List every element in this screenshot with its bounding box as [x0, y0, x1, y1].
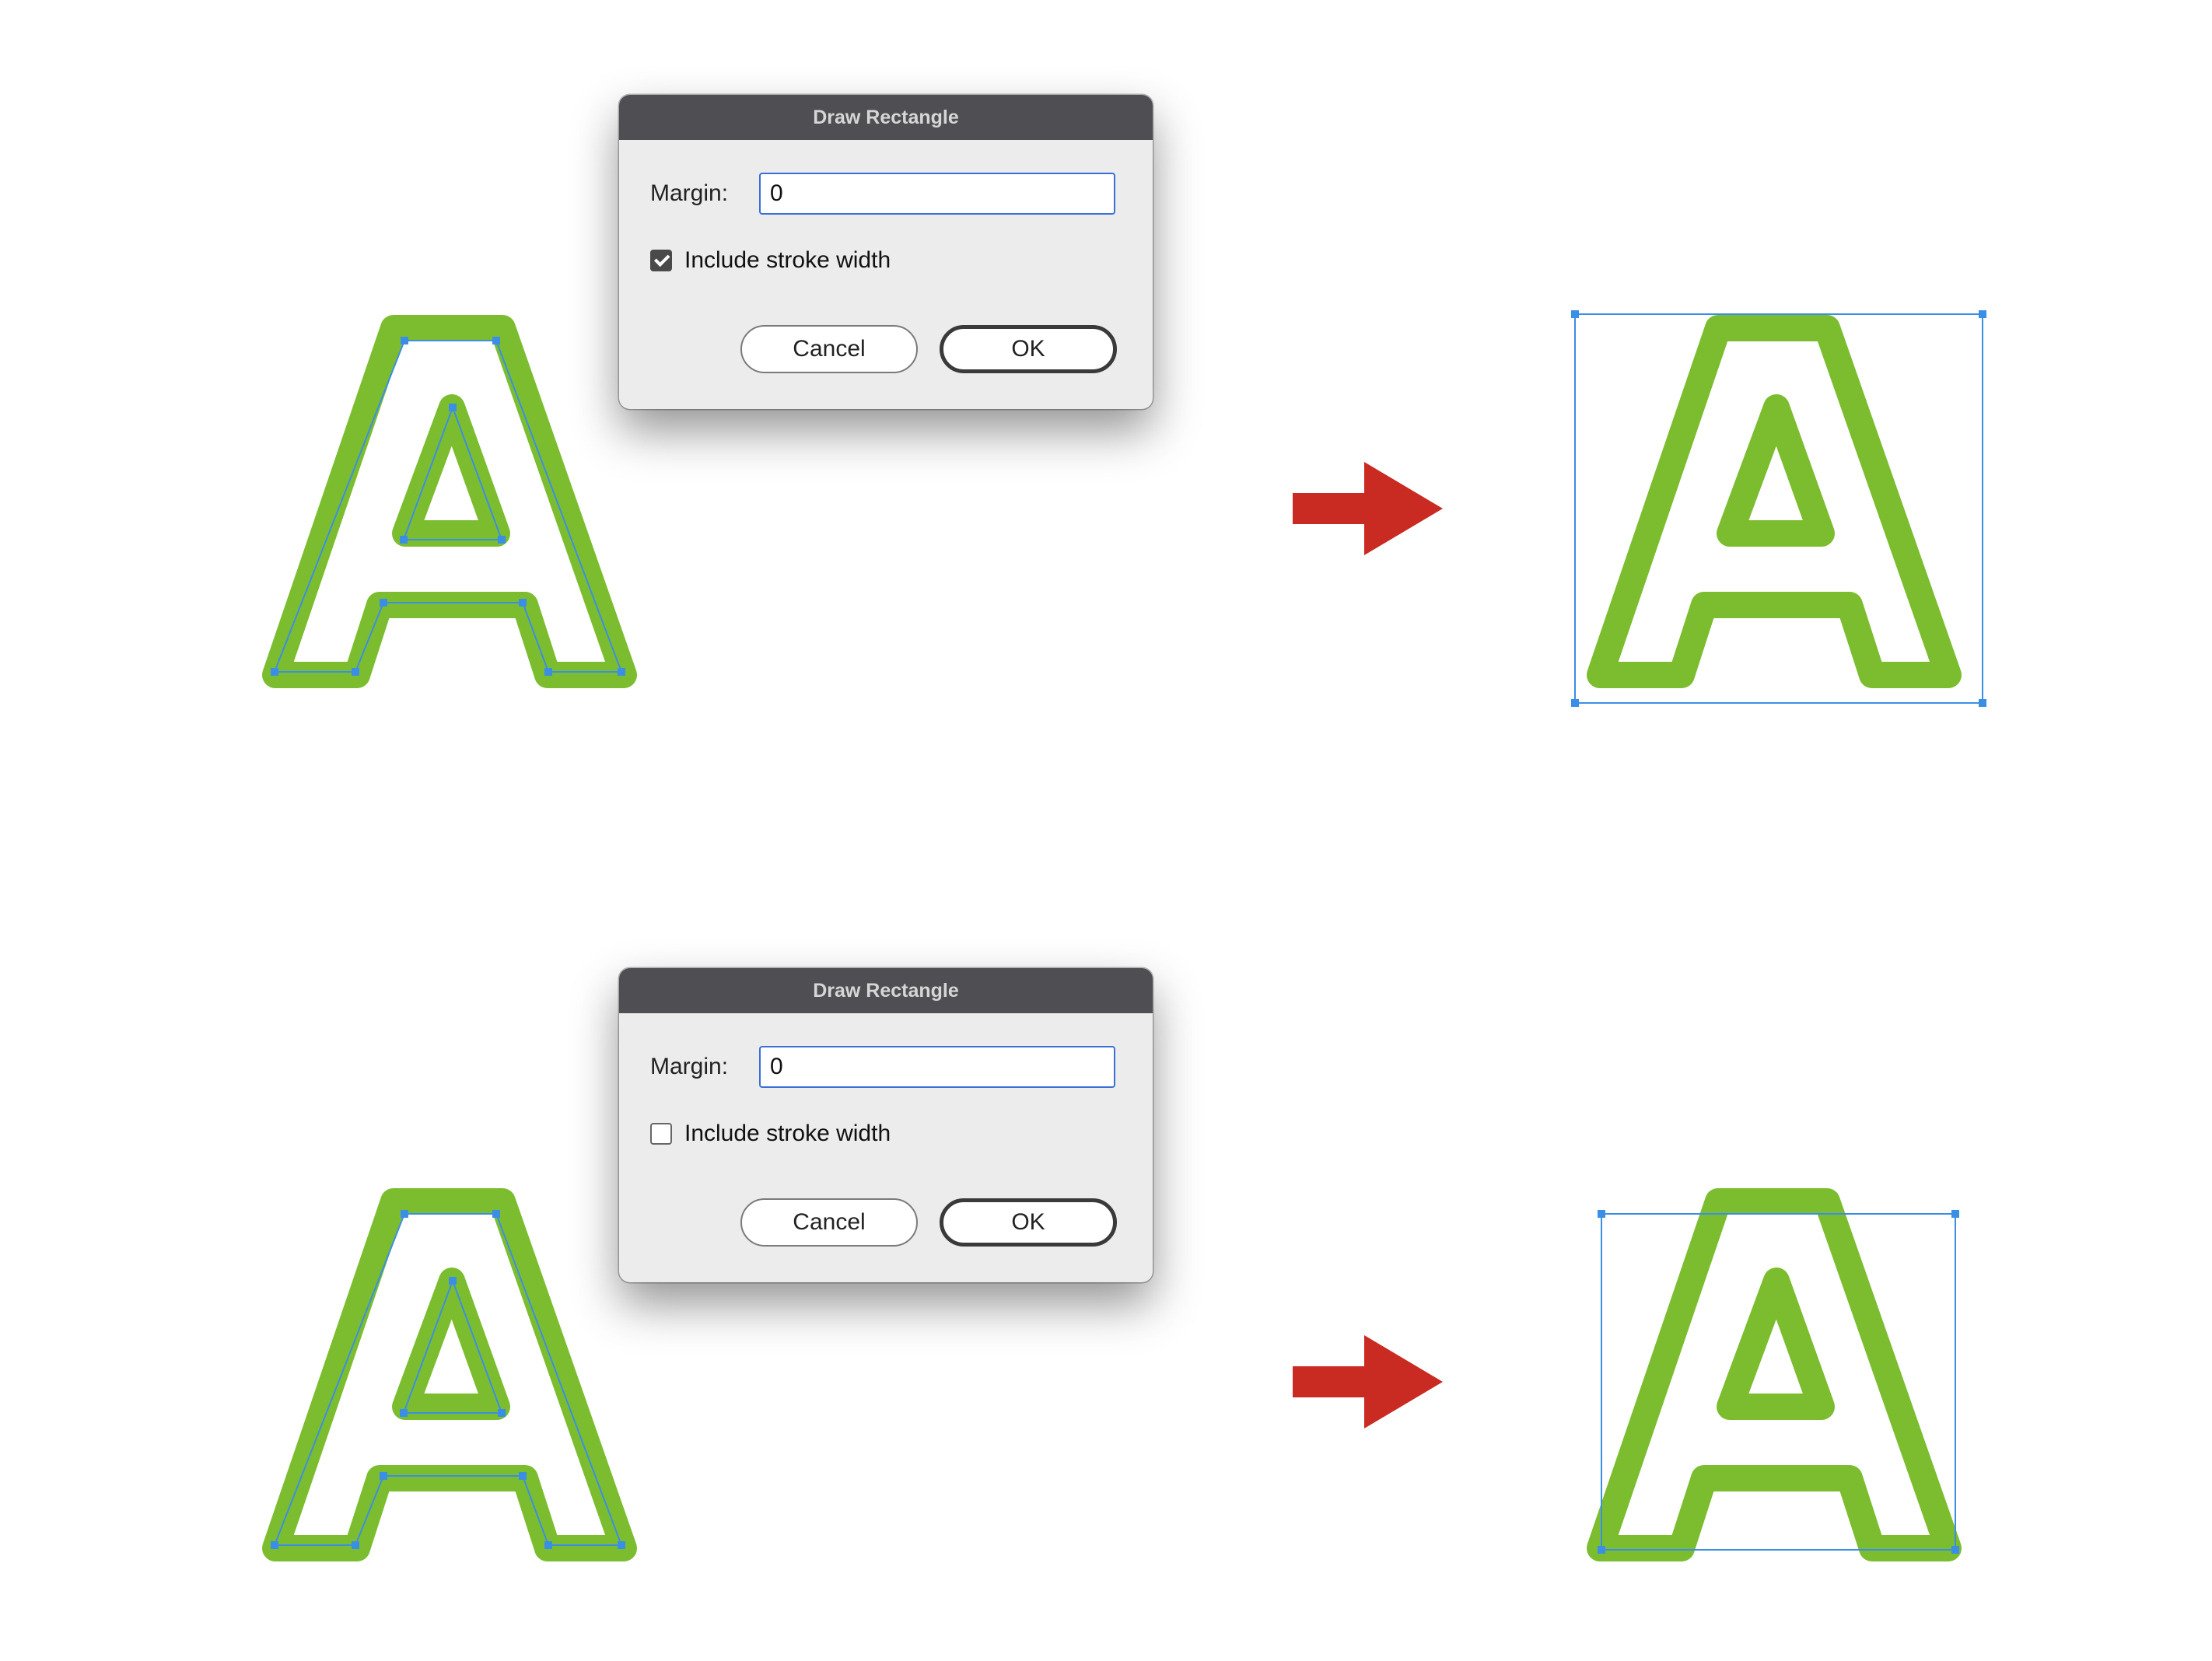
draw-rectangle-dialog: Draw Rectangle Margin: 0 Include stroke …: [619, 95, 1153, 409]
include-stroke-checkbox[interactable]: [650, 1123, 672, 1145]
include-stroke-row[interactable]: Include stroke width: [650, 247, 891, 274]
ok-button[interactable]: OK: [940, 325, 1117, 373]
margin-input[interactable]: 0: [759, 1046, 1115, 1088]
bounding-rectangle-with-stroke: [1571, 310, 1986, 707]
margin-label: Margin:: [650, 1054, 729, 1079]
result-letter-a-1: [1600, 328, 1948, 675]
dialog-title: Draw Rectangle: [619, 968, 1153, 1013]
right-arrow-icon: [1293, 1335, 1443, 1428]
margin-input[interactable]: 0: [759, 173, 1115, 215]
cancel-button[interactable]: Cancel: [740, 325, 918, 373]
margin-row: Margin: 0: [650, 173, 1115, 215]
draw-rectangle-dialog: Draw Rectangle Margin: 0 Include stroke …: [619, 968, 1153, 1282]
bounding-rectangle-without-stroke: [1598, 1210, 1959, 1554]
cancel-button[interactable]: Cancel: [740, 1198, 918, 1247]
include-stroke-checkbox[interactable]: [650, 250, 672, 271]
source-letter-a-2: [271, 1201, 625, 1549]
result-letter-a-2: [1600, 1201, 1948, 1548]
dialog-title: Draw Rectangle: [619, 95, 1153, 140]
include-stroke-label[interactable]: Include stroke width: [684, 247, 891, 273]
margin-row: Margin: 0: [650, 1046, 1115, 1088]
include-stroke-row[interactable]: Include stroke width: [650, 1121, 891, 1147]
include-stroke-label[interactable]: Include stroke width: [684, 1121, 891, 1146]
margin-label: Margin:: [650, 180, 729, 206]
ok-button[interactable]: OK: [940, 1198, 1117, 1247]
right-arrow-icon: [1293, 462, 1443, 555]
source-letter-a-1: [271, 328, 625, 676]
